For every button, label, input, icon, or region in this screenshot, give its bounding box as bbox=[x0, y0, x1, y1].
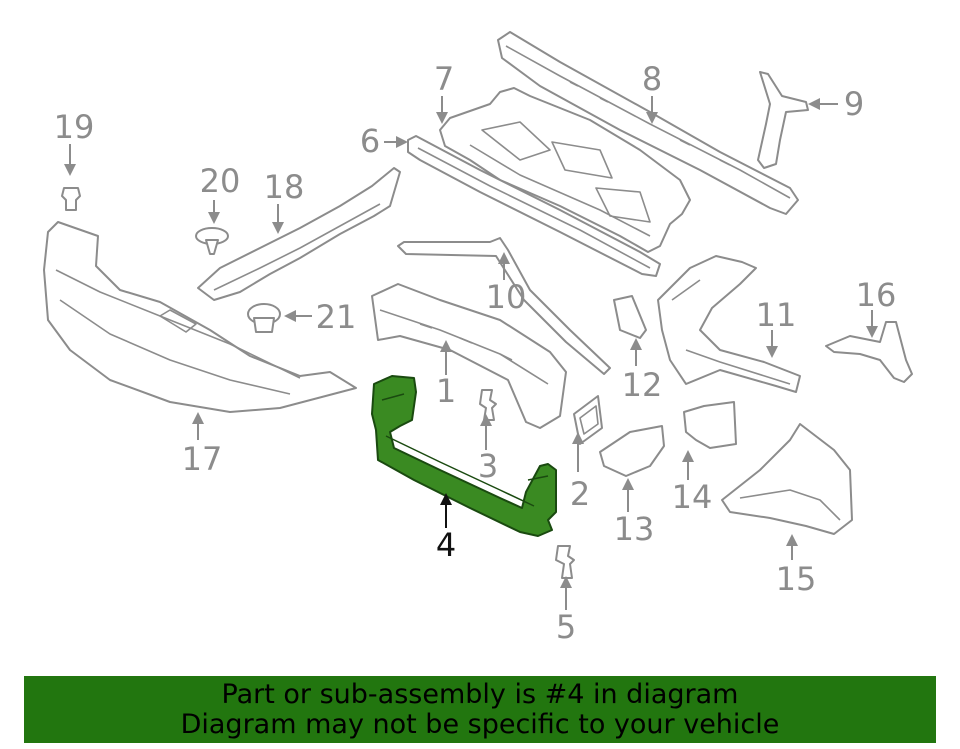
callout-16[interactable]: 16 bbox=[856, 276, 897, 314]
callout-21[interactable]: 21 bbox=[316, 298, 357, 336]
part-17-splash-shield bbox=[43, 221, 357, 413]
part-9-bracket bbox=[757, 71, 809, 169]
parts-diagram: 1 2 3 4 5 6 7 8 9 10 11 12 13 14 15 16 1… bbox=[43, 31, 913, 646]
part-18-deflector bbox=[197, 167, 401, 301]
callout-14[interactable]: 14 bbox=[672, 478, 713, 516]
callout-13[interactable]: 13 bbox=[614, 510, 655, 548]
part-19-clip bbox=[61, 187, 81, 211]
callout-19[interactable]: 19 bbox=[54, 108, 95, 146]
callout-5[interactable]: 5 bbox=[556, 608, 576, 646]
part-14-duct bbox=[683, 401, 737, 449]
banner-line-1: Part or sub-assembly is #4 in diagram bbox=[221, 678, 739, 710]
part-5-fastener bbox=[555, 545, 575, 579]
callout-12[interactable]: 12 bbox=[622, 366, 663, 404]
part-20-push-pin bbox=[195, 227, 229, 255]
part-13-duct bbox=[599, 425, 665, 477]
part-3-fastener bbox=[479, 389, 497, 421]
callout-6[interactable]: 6 bbox=[360, 122, 380, 160]
part-6-upper-rail bbox=[407, 135, 661, 277]
part-16-bracket bbox=[825, 321, 913, 383]
part-12-bracket bbox=[613, 295, 647, 339]
leader-lines bbox=[64, 96, 878, 610]
callout-labels: 1 2 3 4 5 6 7 8 9 10 11 12 13 14 15 16 1… bbox=[54, 60, 897, 646]
callout-11[interactable]: 11 bbox=[756, 296, 797, 334]
part-21-grommet bbox=[247, 303, 281, 333]
banner-line-2: Diagram may not be specific to your vehi… bbox=[180, 708, 780, 740]
info-banner: Part or sub-assembly is #4 in diagram Di… bbox=[24, 676, 936, 743]
callout-17[interactable]: 17 bbox=[182, 440, 223, 478]
callout-18[interactable]: 18 bbox=[264, 168, 305, 206]
callout-2[interactable]: 2 bbox=[570, 475, 590, 513]
part-8-upper-tie-bar bbox=[497, 31, 799, 215]
callout-3[interactable]: 3 bbox=[478, 447, 498, 485]
part-15-air-guide bbox=[721, 423, 853, 535]
callout-8[interactable]: 8 bbox=[642, 60, 662, 98]
part-1-carrier bbox=[371, 283, 567, 429]
callout-1[interactable]: 1 bbox=[436, 372, 456, 410]
callout-15[interactable]: 15 bbox=[776, 560, 817, 598]
callout-20[interactable]: 20 bbox=[200, 162, 241, 200]
callout-7[interactable]: 7 bbox=[434, 60, 454, 98]
callout-10[interactable]: 10 bbox=[486, 278, 527, 316]
part-4-radiator-support bbox=[371, 375, 557, 537]
callout-4[interactable]: 4 bbox=[436, 526, 456, 564]
part-11-side-member bbox=[657, 255, 801, 393]
callout-9[interactable]: 9 bbox=[844, 85, 864, 123]
